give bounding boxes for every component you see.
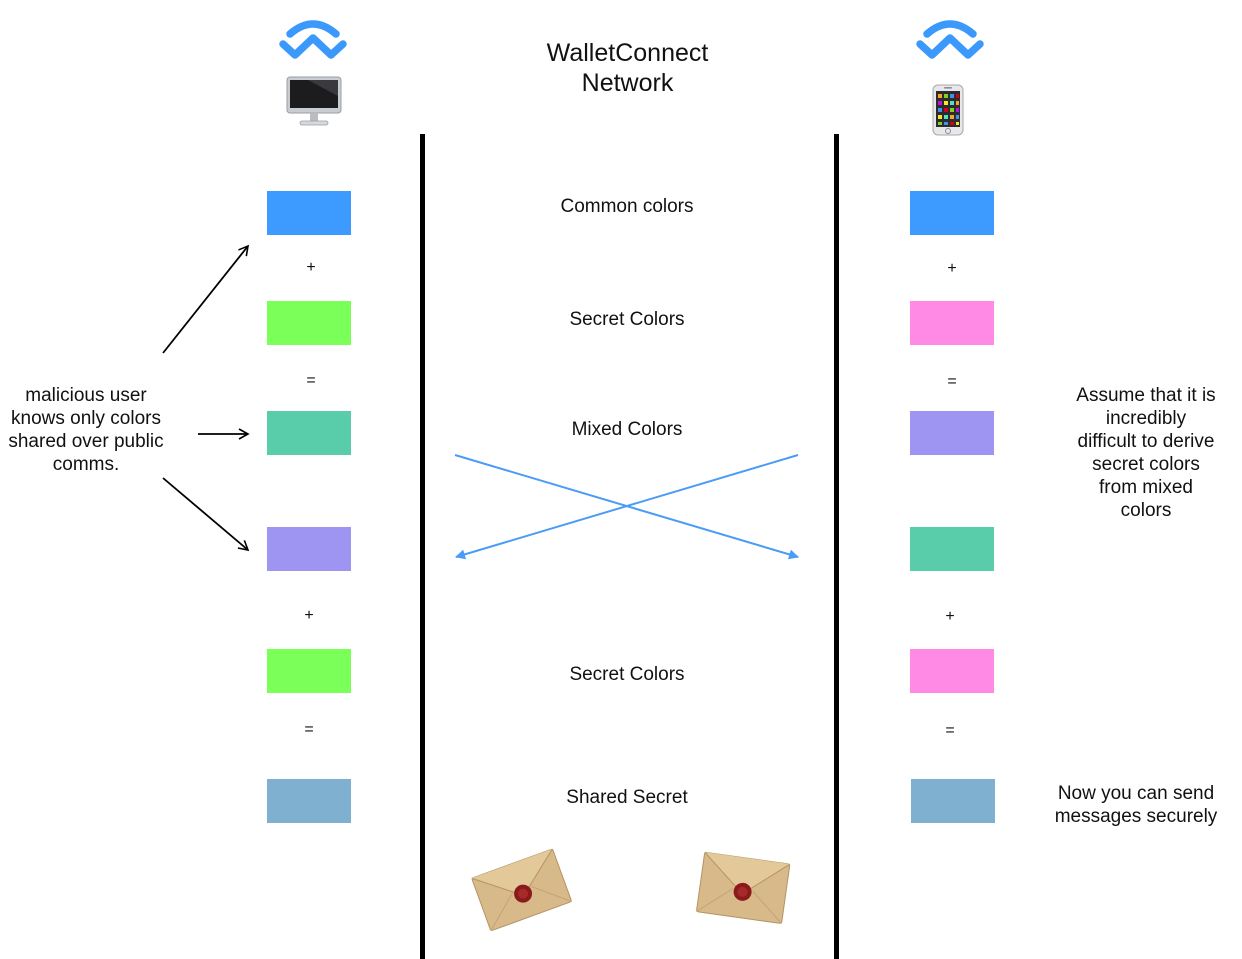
- malicious-user-note: malicious user knows only colors shared …: [0, 384, 172, 476]
- note-line: colors: [1120, 500, 1172, 521]
- right-common-color-swatch: [910, 191, 994, 235]
- label-common-colors: Common colors: [560, 196, 694, 217]
- left-secret-color-swatch-2: [267, 649, 351, 693]
- right-secret-color-swatch-2: [910, 649, 994, 693]
- exchange-arrow-right-to-left: [455, 454, 799, 560]
- note-line: comms.: [52, 454, 120, 475]
- right-received-mixed-swatch: [910, 527, 994, 571]
- note-line: incredibly: [1105, 408, 1187, 429]
- note-line: difficult to derive: [1077, 431, 1215, 452]
- label-mixed-colors: Mixed Colors: [571, 419, 683, 440]
- title-line-1: WalletConnect: [546, 39, 709, 67]
- note-line: messages securely: [1054, 806, 1218, 827]
- mobile-phone-icon: [932, 84, 964, 136]
- title-line-2: Network: [581, 69, 674, 97]
- label-secret-colors-1: Secret Colors: [569, 309, 685, 330]
- left-equals-operator-2: =: [304, 721, 314, 738]
- desktop-computer-icon: [286, 76, 342, 126]
- right-equals-operator-2: =: [945, 722, 955, 739]
- right-equals-operator: =: [947, 373, 957, 390]
- diagram-title: WalletConnect Network: [500, 38, 755, 98]
- right-sealed-envelope-icon: [696, 851, 791, 924]
- note-line: from mixed: [1099, 477, 1193, 498]
- note-line: secret colors: [1092, 454, 1200, 475]
- right-plus-operator: +: [947, 260, 957, 277]
- attacker-arrow-received: [162, 477, 250, 552]
- left-divider-line: [420, 134, 425, 959]
- right-plus-operator-2: +: [945, 608, 955, 625]
- logo-wave: [916, 34, 984, 59]
- left-common-color-swatch: [267, 191, 351, 235]
- right-walletconnect-logo-icon: [916, 20, 984, 59]
- note-line: Now you can send: [1057, 783, 1215, 804]
- left-mixed-color-swatch: [267, 411, 351, 455]
- left-equals-operator: =: [306, 372, 316, 389]
- logo-arc: [923, 20, 977, 38]
- left-plus-operator: +: [306, 259, 316, 276]
- note-line: knows only colors: [11, 408, 161, 429]
- left-walletconnect-logo-icon: [279, 20, 347, 59]
- left-secret-color-swatch: [267, 301, 351, 345]
- logo-wave: [279, 34, 347, 59]
- right-mixed-color-swatch: [910, 411, 994, 455]
- right-shared-secret-swatch: [911, 779, 995, 823]
- logo-arc: [286, 20, 340, 38]
- left-sealed-envelope-icon: [471, 848, 572, 932]
- left-received-mixed-swatch: [267, 527, 351, 571]
- note-line: malicious user: [25, 385, 147, 406]
- app-grid: [938, 94, 959, 125]
- assumption-note: Assume that it is incredibly difficult t…: [1056, 384, 1236, 522]
- left-plus-operator-2: +: [304, 607, 314, 624]
- send-securely-note: Now you can send messages securely: [1036, 782, 1236, 828]
- right-secret-color-swatch: [910, 301, 994, 345]
- note-line: shared over public: [8, 431, 164, 452]
- note-line: Assume that it is: [1076, 385, 1216, 406]
- left-shared-secret-swatch: [267, 779, 351, 823]
- label-secret-colors-2: Secret Colors: [569, 664, 685, 685]
- right-divider-line: [834, 134, 839, 959]
- label-shared-secret: Shared Secret: [566, 787, 688, 808]
- attacker-arrow-common: [162, 244, 250, 354]
